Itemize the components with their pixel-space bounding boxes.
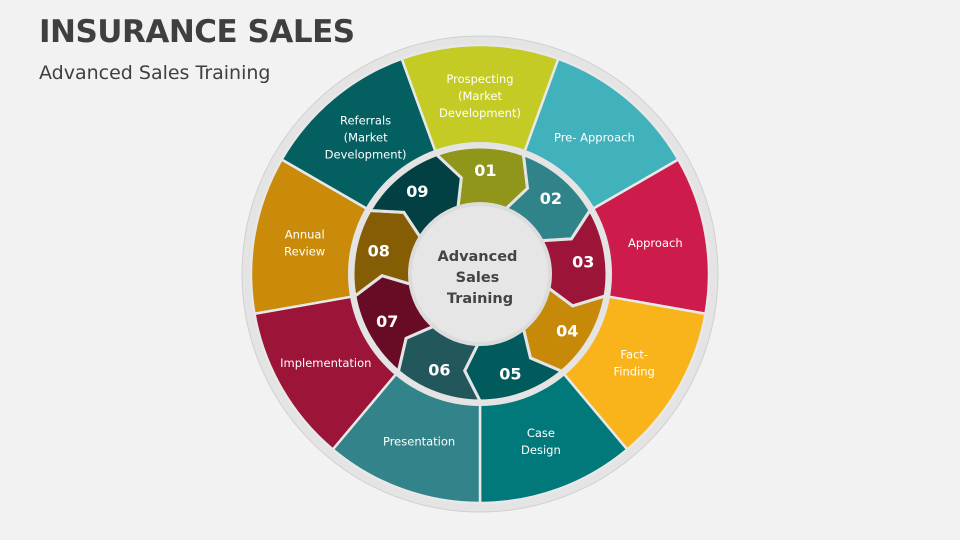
step-label-03: Approach [628,236,683,250]
step-number-06: 06 [428,361,450,380]
step-number-04: 04 [556,322,578,341]
center-label: Advanced Sales Training [437,249,522,307]
page-title: INSURANCE SALES [39,14,355,50]
step-number-09: 09 [406,182,428,201]
step-number-05: 05 [499,365,521,384]
step-number-03: 03 [572,252,594,271]
step-number-01: 01 [474,161,496,180]
page-subtitle: Advanced Sales Training [39,62,271,84]
step-label-04: Fact-Finding [614,348,655,379]
center-circle [408,202,552,346]
step-number-08: 08 [368,242,390,261]
step-label-02: Pre- Approach [554,131,635,145]
step-number-07: 07 [376,312,398,331]
step-number-02: 02 [540,189,562,208]
step-label-07: Implementation [280,356,371,370]
step-label-06: Presentation [383,434,455,448]
